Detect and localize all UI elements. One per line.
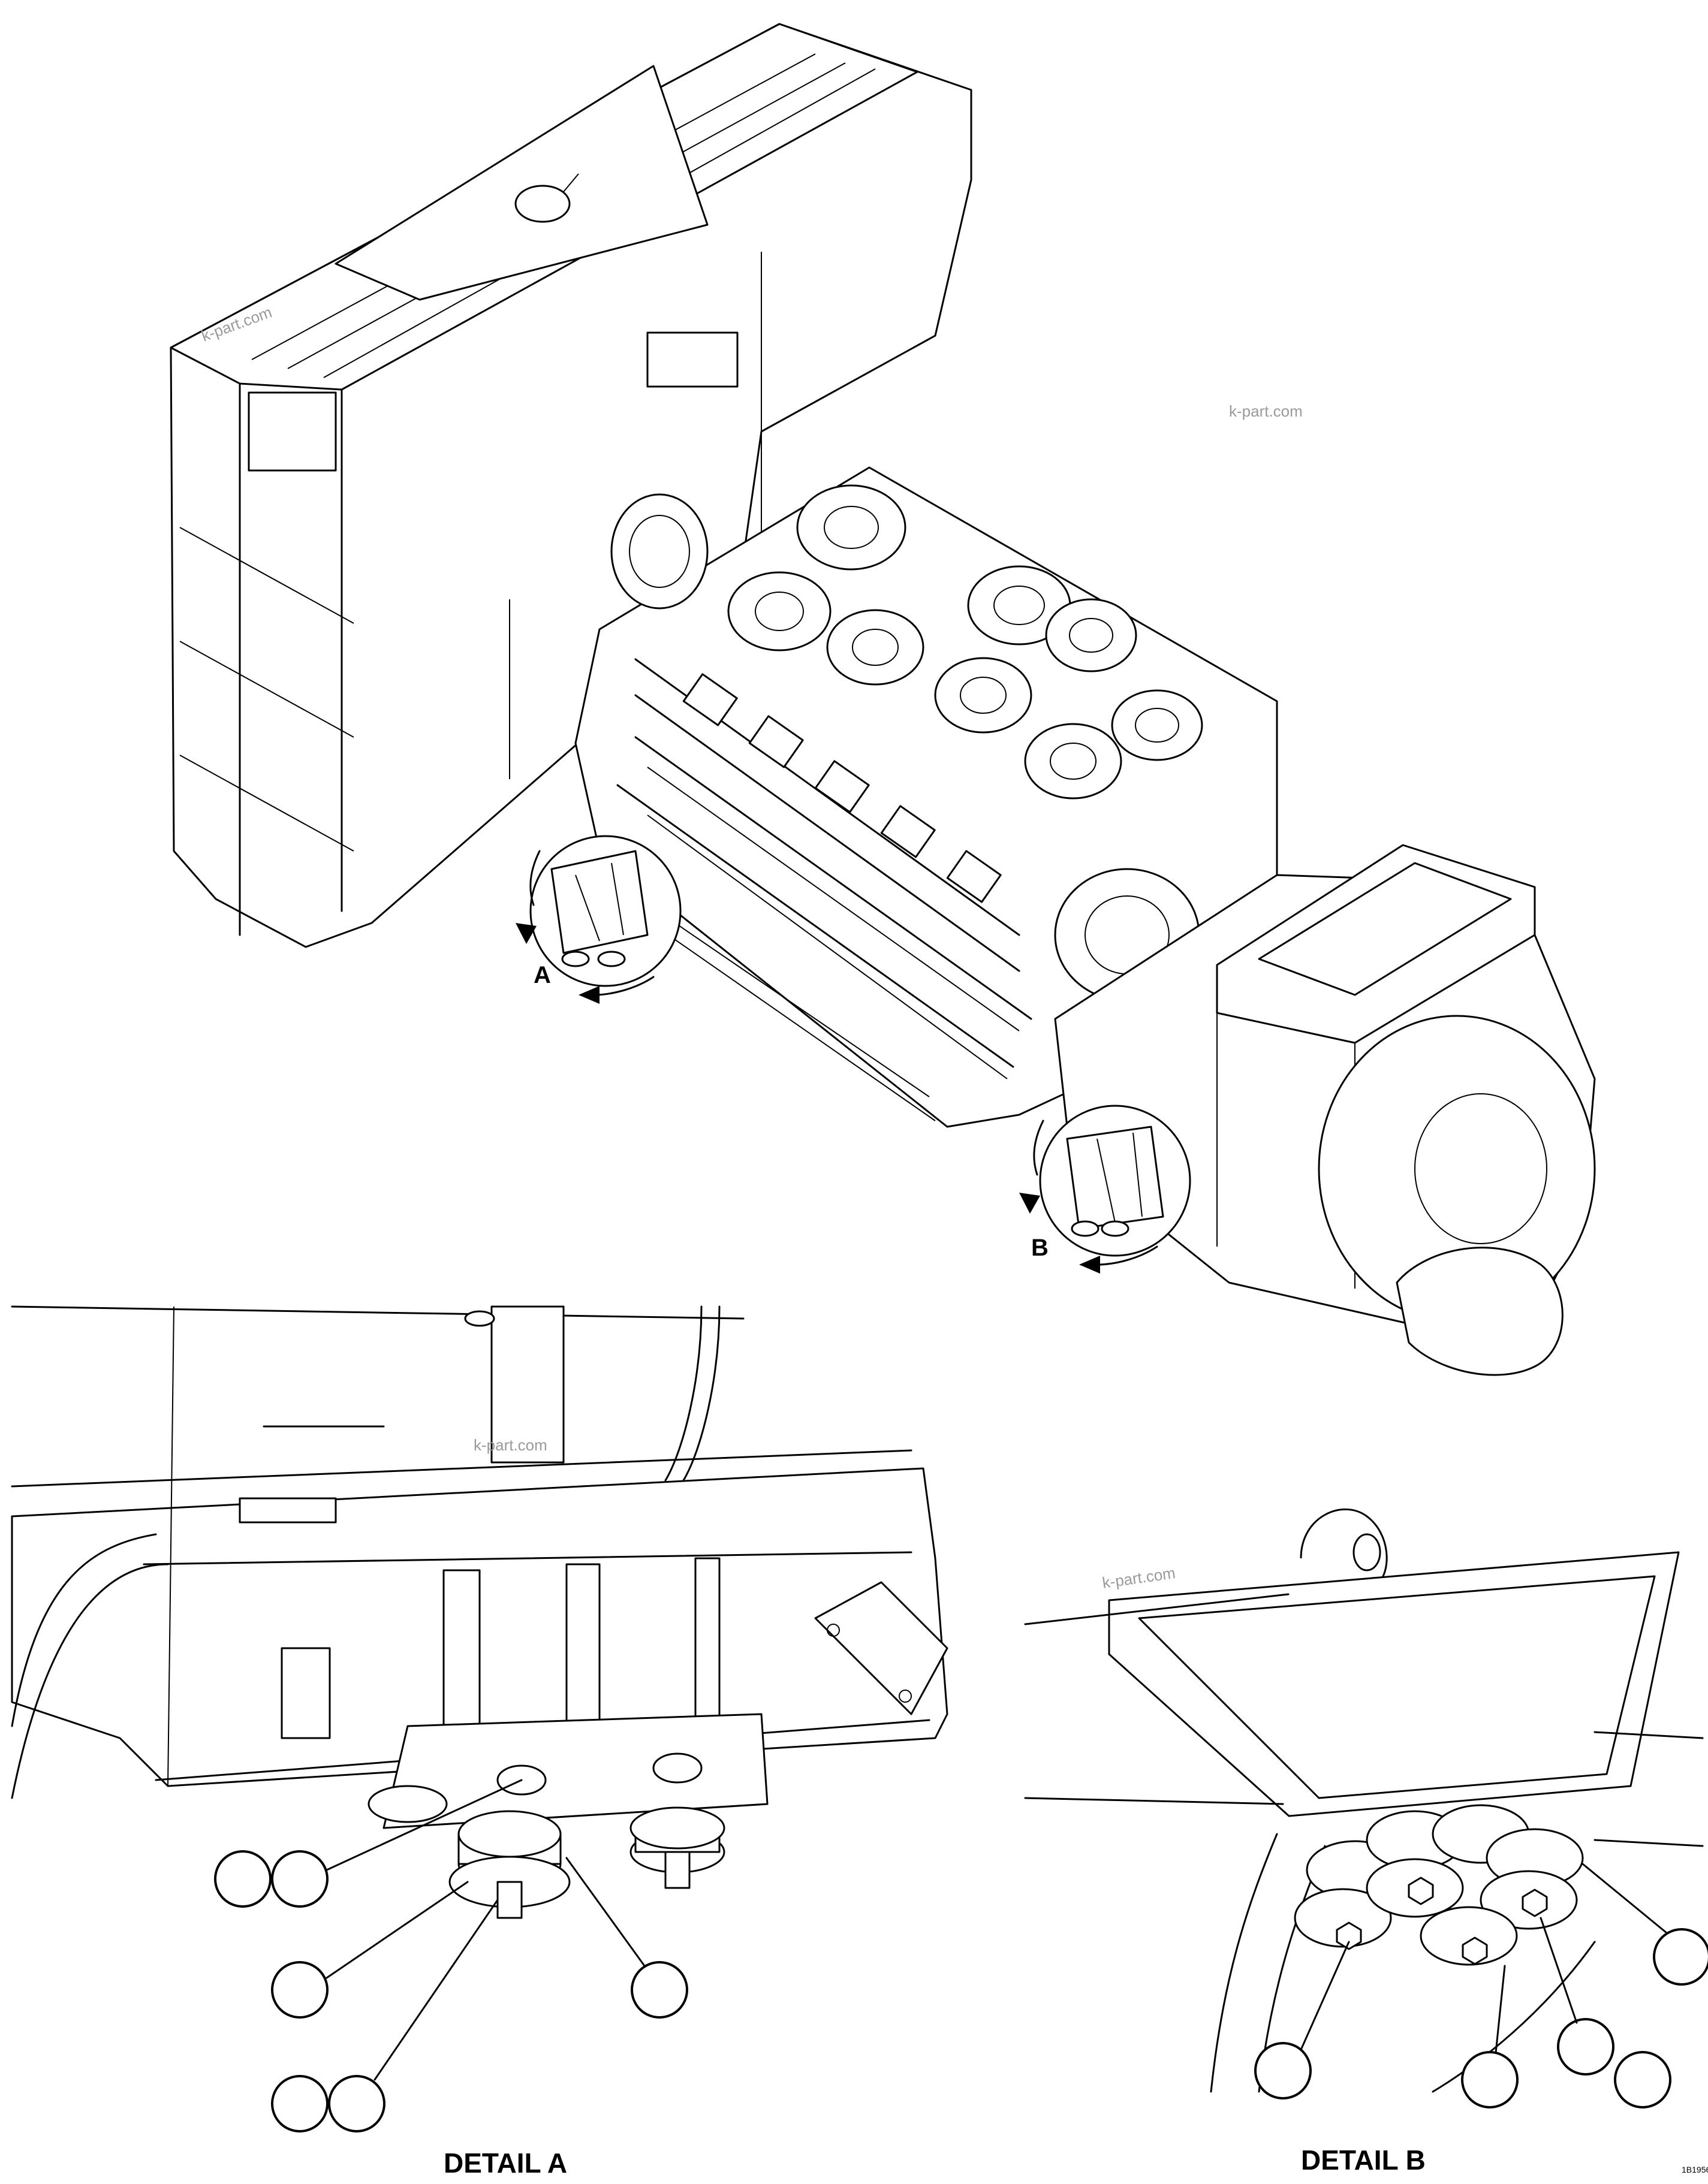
- leader-line: [1582, 1863, 1668, 1934]
- detail-b-caption: DETAIL B: [1301, 2144, 1426, 2176]
- watermark: k-part.com: [1229, 402, 1303, 420]
- radiator-enclosure: [170, 23, 972, 948]
- watermark: k-part.com: [474, 1436, 547, 1454]
- leader-line: [373, 1899, 499, 2081]
- callout-circle: [271, 1850, 329, 1908]
- callout-circle: [631, 1961, 688, 2019]
- detail-b-label: B: [1031, 1235, 1049, 1261]
- callout-circle: [214, 1850, 272, 1908]
- callout-circle: [271, 2075, 329, 2132]
- detail-b-view: DETAIL B 1B1956 k-part.com: [1024, 1508, 1708, 2176]
- callout-circle: [271, 1961, 329, 2019]
- leader-line: [326, 1881, 469, 1979]
- callout-circle: [1254, 2042, 1312, 2099]
- callout-circle: [1653, 1928, 1708, 1986]
- engine-block: [574, 466, 1278, 1128]
- callout-circle: [328, 2075, 385, 2132]
- leader-line: [326, 1779, 523, 1871]
- leader-line: [1300, 1941, 1350, 2051]
- callout-circle: [1614, 2051, 1671, 2108]
- leader-line: [1540, 1917, 1578, 2024]
- watermark: k-part.com: [1101, 1564, 1177, 1592]
- detail-a-label: A: [534, 962, 551, 988]
- figure-number: 1B1956: [1682, 2165, 1708, 2174]
- detail-a-caption: DETAIL A: [444, 2147, 567, 2179]
- detail-a-view: DETAIL A k-part.com: [11, 1305, 948, 2179]
- detail-a-reference: [516, 835, 682, 1004]
- leader-line: [1495, 1965, 1506, 2054]
- callout-circle: [1461, 2051, 1519, 2108]
- leader-line: [565, 1857, 646, 1967]
- detail-b-reference: [1019, 1105, 1191, 1274]
- main-assembly-view: A B k-part.com k-part.com: [170, 23, 1596, 1376]
- callout-circle: [1557, 2018, 1614, 2076]
- generator: [1054, 844, 1596, 1376]
